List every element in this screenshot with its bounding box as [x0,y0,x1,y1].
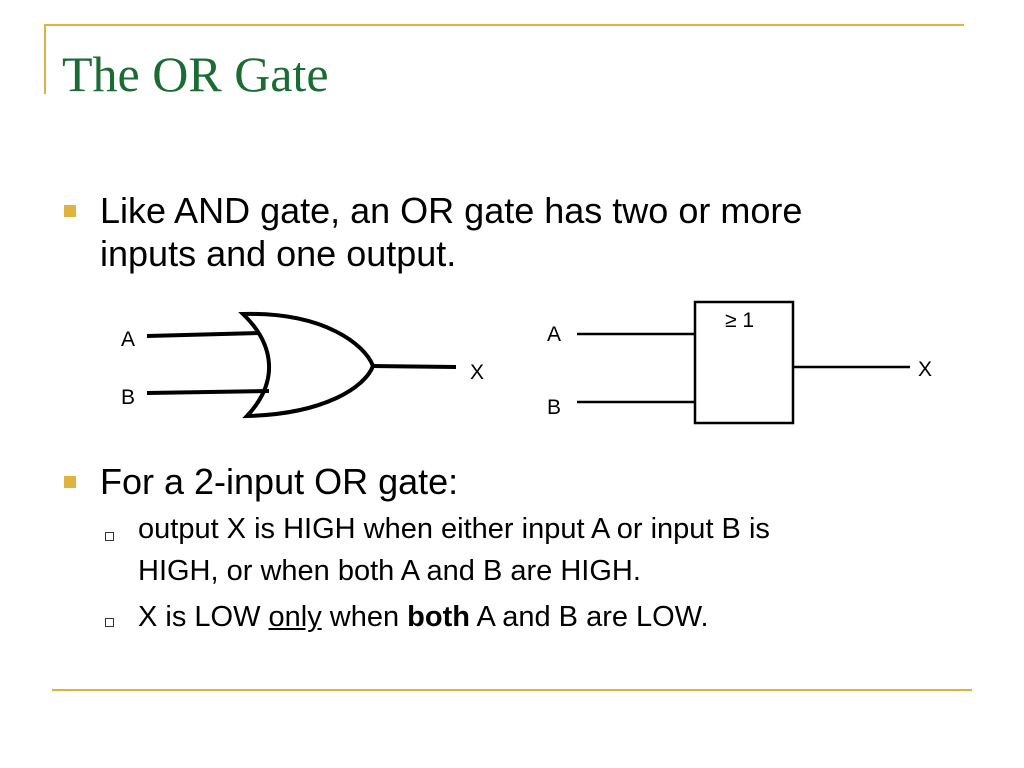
bullet-marker [64,476,76,488]
frame-top-rule [44,24,964,26]
distinctive-label-b: B [121,386,135,409]
iec-label-x: X [918,358,932,381]
sub-bullet-2-text: X is LOW only when both A and B are LOW. [138,599,709,635]
or-gate-rectangular-symbol [577,300,910,425]
sub-bullet-marker [105,618,114,627]
sub-bullet-2-underlined: only [268,601,322,633]
sub-bullet-2-after: A and B are LOW. [469,601,709,633]
bullet-marker [64,205,76,217]
or-gate-distinctive-symbol [146,311,457,419]
sub-bullet-1-line-1: output X is HIGH when either input A or … [138,513,770,545]
iec-gate-box [693,300,795,425]
distinctive-label-a: A [121,328,135,351]
bullet-1-line-1: Like AND gate, an OR gate has two or mor… [100,190,803,231]
sub-bullet-marker [105,532,114,541]
iec-label-b: B [547,396,561,419]
iec-label-a: A [547,323,561,346]
sub-bullet-2-before: X is LOW [138,601,269,633]
sub-bullet-1-line-2: HIGH, or when both A and B are HIGH. [138,555,641,587]
sub-bullet-2-bold: both [407,601,470,633]
frame-bottom-rule [52,689,972,691]
or-gate-body [238,311,376,419]
input-a-wire [146,331,259,338]
output-x-wire [372,364,457,369]
distinctive-label-x: X [470,361,484,384]
bullet-2-text: For a 2-input OR gate: [100,461,459,502]
bullet-1-line-2: inputs and one output. [100,233,457,274]
input-b-wire [146,389,270,395]
slide-title: The OR Gate [62,46,329,102]
iec-box-label: ≥ 1 [725,309,754,332]
frame-left-rule [44,24,46,94]
sub-bullet-2-middle: when [321,601,408,633]
